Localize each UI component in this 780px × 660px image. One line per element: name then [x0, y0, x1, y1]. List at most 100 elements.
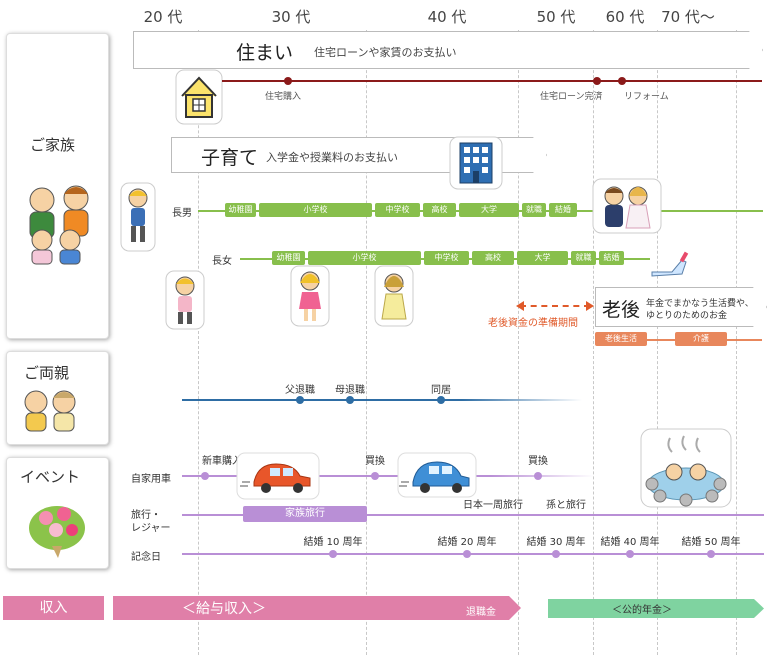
car-timeline — [182, 475, 594, 477]
anniversary-10: 結婚 10 周年 — [303, 537, 363, 548]
car-event-new-purchase: 新車購入 — [202, 456, 242, 467]
parents-event-dot — [296, 396, 304, 404]
travel-event-japan: 日本一周旅行 — [463, 500, 523, 511]
red-car-icon — [236, 452, 320, 500]
wedding-couple-icon — [592, 178, 662, 234]
prep-period-label: 老後資金の準備期間 — [488, 318, 578, 329]
son-stage-elementary: 小学校 — [259, 203, 372, 217]
family-travel-bar: 家族旅行 — [243, 506, 367, 522]
daughter-label: 長女 — [212, 256, 232, 267]
son-stage-university: 大学 — [459, 203, 519, 217]
high-heel-icon — [651, 251, 689, 277]
flower-bouquet-icon — [29, 506, 85, 558]
housing-arrow — [133, 31, 763, 69]
daughter-stage-employment: 就職 — [571, 251, 596, 265]
parents-event-dot — [437, 396, 445, 404]
severance-label: 退職金 — [466, 607, 496, 618]
grid-line — [518, 30, 519, 655]
son-stage-marriage: 結婚 — [549, 203, 577, 217]
anniversary-40: 結婚 40 周年 — [600, 537, 660, 548]
housing-event-dot — [284, 77, 292, 85]
car-row-label: 自家用車 — [131, 474, 171, 485]
pension-arrow — [548, 599, 764, 618]
anniversary-dot — [552, 550, 560, 558]
son-stage-high-school: 高校 — [423, 203, 456, 217]
family-title: ご家族 — [30, 136, 76, 154]
school-building-icon — [449, 136, 503, 190]
car-event-dot — [534, 472, 542, 480]
blue-car-icon — [397, 452, 477, 498]
housing-title: 住まい — [236, 42, 294, 64]
housing-event-dot — [593, 77, 601, 85]
daughter-stage-elementary: 小学校 — [308, 251, 421, 265]
retirement-subtitle-1: 年金でまかなう生活費や、 — [646, 299, 754, 309]
prep-arrow-left-head — [516, 301, 524, 311]
housing-subtitle: 住宅ローンや家賃のお支払い — [314, 46, 457, 59]
daughter-stage-kindergarten: 幼稚園 — [272, 251, 305, 265]
hot-spring-icon — [640, 428, 732, 508]
anniversary-timeline — [182, 553, 764, 555]
retirement-title: 老後 — [602, 299, 641, 321]
decade-50s: 50 代 — [536, 8, 576, 26]
income-label: 収入 — [3, 596, 104, 620]
pension-label: ＜公的年金＞ — [612, 605, 672, 616]
housing-event-loan-paid: 住宅ローン完済 — [540, 92, 603, 102]
son-stage-kindergarten: 幼稚園 — [225, 203, 256, 217]
decade-40s: 40 代 — [427, 8, 467, 26]
housing-timeline — [222, 80, 762, 82]
car-event-replace-1: 買換 — [365, 456, 385, 467]
parents-timeline — [182, 399, 582, 401]
daughter-stage-marriage: 結婚 — [599, 251, 624, 265]
housing-event-reform: リフォーム — [624, 92, 669, 102]
grid-line — [657, 30, 658, 655]
housing-event-purchase: 住宅購入 — [265, 92, 302, 102]
grid-line — [736, 30, 737, 655]
parents-title: ご両親 — [24, 364, 70, 382]
anniversary-30: 結婚 30 周年 — [526, 537, 586, 548]
salary-income-arrow — [113, 596, 521, 620]
daughter-stage-university: 大学 — [517, 251, 568, 265]
grid-line — [593, 30, 594, 655]
father-retire-label: 父退職 — [285, 385, 315, 396]
childcare-title: 子育て — [201, 147, 259, 169]
decade-70s: 70 代〜 — [661, 8, 715, 26]
parents-event-dot — [346, 396, 354, 404]
anniversary-row-label: 記念日 — [131, 552, 161, 563]
salary-income-label: ＜給与収入＞ — [182, 601, 266, 617]
retirement-life-bar: 老後生活 — [595, 332, 647, 346]
travel-event-grandchildren: 孫と旅行 — [546, 500, 586, 511]
prep-arrow-right-head — [586, 301, 594, 311]
car-event-replace-2: 買換 — [528, 456, 548, 467]
son-child-icon — [120, 182, 156, 252]
cohabit-label: 同居 — [431, 385, 451, 396]
family-illustration-icon — [29, 185, 89, 265]
prep-period-arrow — [520, 305, 590, 307]
daughter-stage-high-school: 高校 — [472, 251, 514, 265]
daughter-child-icon — [165, 270, 205, 330]
car-event-dot — [371, 472, 379, 480]
anniversary-dot — [626, 550, 634, 558]
anniversary-20: 結婚 20 周年 — [437, 537, 497, 548]
anniversary-dot — [707, 550, 715, 558]
events-title: イベント — [20, 468, 81, 486]
decade-60s: 60 代 — [605, 8, 645, 26]
travel-row-label-1: 旅行・ — [131, 510, 161, 521]
house-icon — [175, 69, 223, 125]
anniversary-50: 結婚 50 周年 — [681, 537, 741, 548]
travel-row-label-2: レジャー — [131, 523, 171, 534]
parents-illustration-icon — [24, 390, 76, 432]
girl-school-icon — [290, 265, 330, 327]
retirement-subtitle-2: ゆとりのためのお金 — [646, 311, 728, 321]
anniversary-dot — [463, 550, 471, 558]
car-event-dot — [201, 472, 209, 480]
son-stage-employment: 就職 — [522, 203, 546, 217]
mother-retire-label: 母退職 — [335, 385, 365, 396]
anniversary-dot — [329, 550, 337, 558]
daughter-stage-junior-high: 中学校 — [424, 251, 469, 265]
grid-line — [198, 30, 199, 655]
girl-student-icon — [374, 265, 414, 327]
care-bar: 介護 — [675, 332, 727, 346]
travel-timeline — [182, 514, 764, 516]
son-stage-junior-high: 中学校 — [375, 203, 420, 217]
decade-30s: 30 代 — [271, 8, 311, 26]
